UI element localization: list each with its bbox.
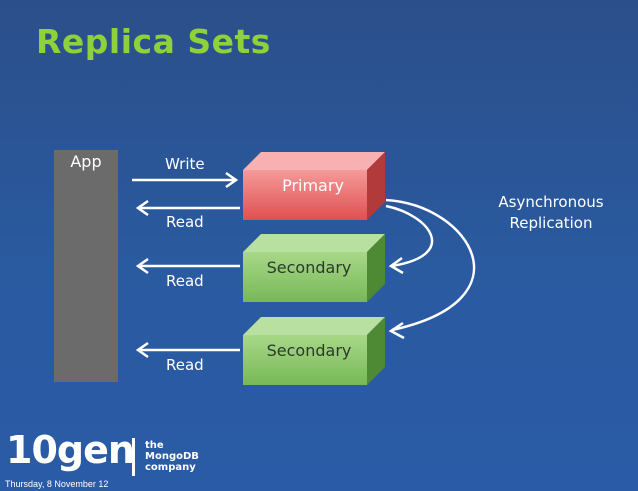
secondary-node-label: Secondary [266, 341, 352, 360]
read-arrow [135, 199, 240, 217]
secondary-node-label: Secondary [266, 258, 352, 277]
read-arrow [135, 341, 240, 359]
logo-tagline-line: the [145, 440, 164, 451]
replication-arrow [385, 198, 476, 340]
primary-node-label: Primary [282, 176, 344, 195]
logo-tagline-line: MongoDB [145, 451, 199, 462]
secondary-node-box [243, 234, 385, 302]
read-label: Read [166, 272, 204, 290]
slide-date: Thursday, 8 November 12 [5, 479, 109, 489]
read-label: Read [166, 356, 204, 374]
logo-tagline: the MongoDB company [145, 440, 199, 473]
replication-note-line: Replication [509, 214, 593, 232]
replication-note: Asynchronous Replication [486, 192, 616, 234]
replication-arrow [385, 204, 434, 275]
read-label: Read [166, 213, 204, 231]
secondary-node-box [243, 317, 385, 385]
read-arrow [135, 257, 240, 275]
write-arrow [132, 171, 239, 189]
write-label: Write [165, 155, 205, 173]
primary-node-box [243, 152, 385, 220]
app-label: App [70, 152, 102, 171]
logo-divider [132, 438, 135, 476]
slide-title: Replica Sets [36, 22, 271, 61]
logo-tagline-line: company [145, 462, 196, 473]
app-bar [54, 150, 118, 382]
company-logo: 10gen [6, 428, 135, 472]
replication-note-line: Asynchronous [498, 193, 604, 211]
